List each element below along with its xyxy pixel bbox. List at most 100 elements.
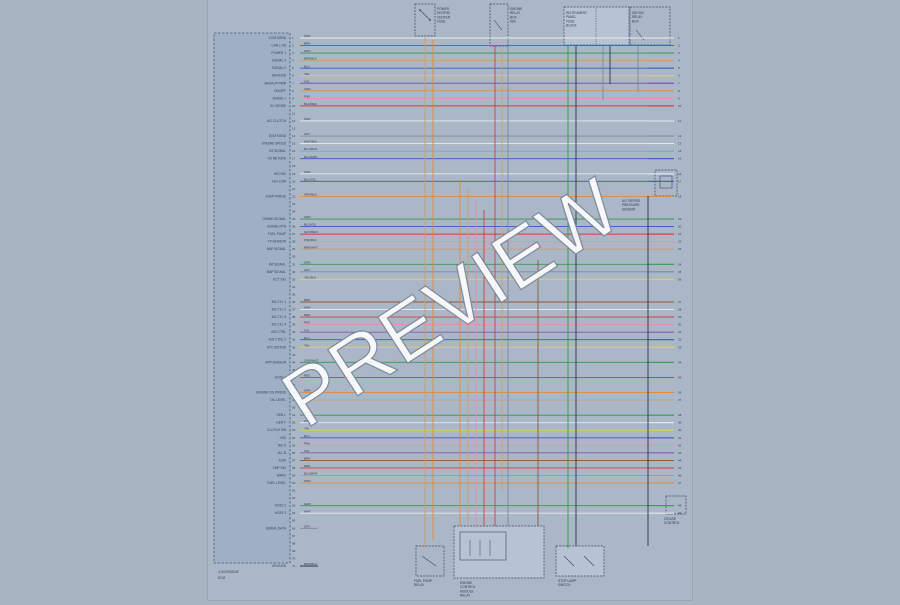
ecm-pin-number: 29	[292, 247, 296, 251]
ecm-pin-number: 22	[292, 194, 296, 198]
connector-pin-number: 19	[678, 217, 682, 221]
component-label-line: PRESSURE	[622, 203, 640, 207]
wire-color-label: RED	[304, 464, 311, 468]
ecm-pin-number: 41	[292, 338, 296, 342]
component-label-line: POWER	[437, 7, 450, 11]
ecm-pin-number: 59	[292, 473, 296, 477]
connector-pin-number: 27	[678, 300, 682, 304]
ecm-pin-label: 5V SENSE	[270, 104, 286, 108]
ecm-pin-label: IAC B	[278, 451, 286, 455]
component-label-line: IGN SW	[632, 11, 644, 15]
ecm-pin-label: IGN CTRL 2	[269, 338, 287, 342]
component-label-line: CENTER	[437, 15, 451, 19]
ecm-pin-number: 70	[292, 556, 296, 560]
ecm-pin-label: HO2S 2	[275, 504, 287, 508]
component-label-line: PANEL	[566, 15, 576, 19]
ecm-pin-number: 24	[292, 209, 296, 213]
ecm-pin-label: GROUND	[272, 564, 287, 568]
ecm-pin-label: GEN L	[276, 413, 286, 417]
connector-pin-number: 21	[678, 232, 682, 236]
ecm-pin-label: SERIAL DATA	[266, 526, 287, 530]
wire-color-label: RED	[304, 313, 311, 317]
connector-pin-number: 46	[678, 473, 682, 477]
ecm-pin-number: 50	[292, 406, 296, 410]
connector-pin-number: 29	[678, 315, 682, 319]
component-label-line: CONTROL	[460, 585, 476, 589]
component-label-line: RELAY	[414, 583, 425, 587]
wire-color-label: GRY	[304, 268, 310, 272]
connector-pin-number: 25	[678, 270, 682, 274]
ecm-pin-label: IAT SIGNAL	[269, 262, 286, 266]
wire-color-label: PNK	[304, 94, 310, 98]
connector-pin-number: 3	[678, 51, 680, 55]
ecm-label-1: 4 LIN ENGINE	[218, 570, 239, 574]
ecm-pin-label: INJ CYL 2	[272, 308, 287, 312]
connector-pin-number: 20	[678, 225, 682, 229]
component-label-line: SWITCH	[558, 583, 571, 587]
wire-color-label: ORN	[304, 87, 311, 91]
wire-color-label: GRN	[304, 49, 311, 53]
connector-pin-number: 39	[678, 421, 682, 425]
wire-color-label: VIO	[304, 449, 310, 453]
wire-color-label: BRN	[304, 396, 310, 400]
ecm-pin-label: ENGINE SPEED	[262, 142, 287, 146]
wire-color-label: WHT/BLK	[304, 140, 317, 144]
component-label-line: RELAY	[632, 15, 643, 19]
ecm-pin-number: 38	[292, 315, 296, 319]
connector-pin-number: 49	[678, 511, 682, 515]
ecm-pin-number: 63	[292, 504, 296, 508]
ecm-pin-number: 3	[292, 51, 294, 55]
connector-pin-number: 28	[678, 308, 682, 312]
connector-pin-number: 15	[678, 157, 682, 161]
wiring-diagram: 4 LIN ENGINE ECM POWERDISTRIBCENTERFUSE …	[213, 3, 687, 598]
wire-color-label: YEL/BLK	[304, 275, 316, 279]
ecm-pin-label: GEN F	[276, 421, 286, 425]
connector-pin-number: 24	[678, 262, 682, 266]
connector-pin-number: 40	[678, 428, 682, 432]
ecm-pin-number: 9	[292, 96, 294, 100]
ecm-pin-label: MAF SIGNAL	[267, 247, 287, 251]
wire-color-label: BLU/WHT	[304, 472, 318, 476]
ecm-pin-label: EGR	[279, 458, 287, 462]
ecm-pin-number: 48	[292, 391, 296, 395]
ecm-pin-number: 32	[292, 270, 296, 274]
ecm-pin-number: 5	[292, 66, 294, 70]
component-top2	[489, 3, 509, 47]
ecm-pin-number: 49	[292, 398, 296, 402]
component-label-line: FUSE	[566, 19, 575, 23]
ecm-pin-label: INJ CYL 1	[272, 300, 287, 304]
ecm-pin-label: HO2S 1	[275, 375, 287, 379]
ecm-pin-number: 34	[292, 285, 296, 289]
ecm-pin-number: 68	[292, 541, 296, 545]
wire-color-label: GRN	[304, 502, 311, 506]
ecm-pin-label: FUEL LEVEL	[267, 481, 286, 485]
ecm-pin-label: CCM SGND	[269, 36, 287, 40]
ecm-pin-number: 53	[292, 428, 296, 432]
connector-pin-number: 2	[678, 44, 680, 48]
connector-pin-number: 42	[678, 443, 682, 447]
ecm-pin-number: 56	[292, 451, 296, 455]
wires-group	[300, 37, 674, 567]
ecm-pin-label: CRANK SIGNAL	[262, 217, 286, 221]
ecm-pin-label: ECM SGND	[269, 134, 287, 138]
wire-color-label: WHT	[304, 34, 311, 38]
ecm-pin-number: 15	[292, 142, 296, 146]
component-top1	[414, 3, 436, 37]
wire-color-label: BLU/GRN	[304, 155, 317, 159]
ecm-pin-label: APP SENSOR	[265, 360, 286, 364]
ecm-pin-label: EVAP PURGE	[266, 194, 286, 198]
wire-color-label: BLU/YEL	[304, 223, 317, 227]
ecm-pin-label: SIGNAL 1	[272, 59, 286, 63]
component-label-line: DISTRIB	[437, 11, 450, 15]
ecm-pin-number: 20	[292, 179, 296, 183]
ecm-pin-number: 14	[292, 134, 296, 138]
ecm-pin-number: 69	[292, 549, 296, 553]
connector-pin-number: 16	[678, 172, 682, 176]
connector-pin-number: 43	[678, 451, 682, 455]
